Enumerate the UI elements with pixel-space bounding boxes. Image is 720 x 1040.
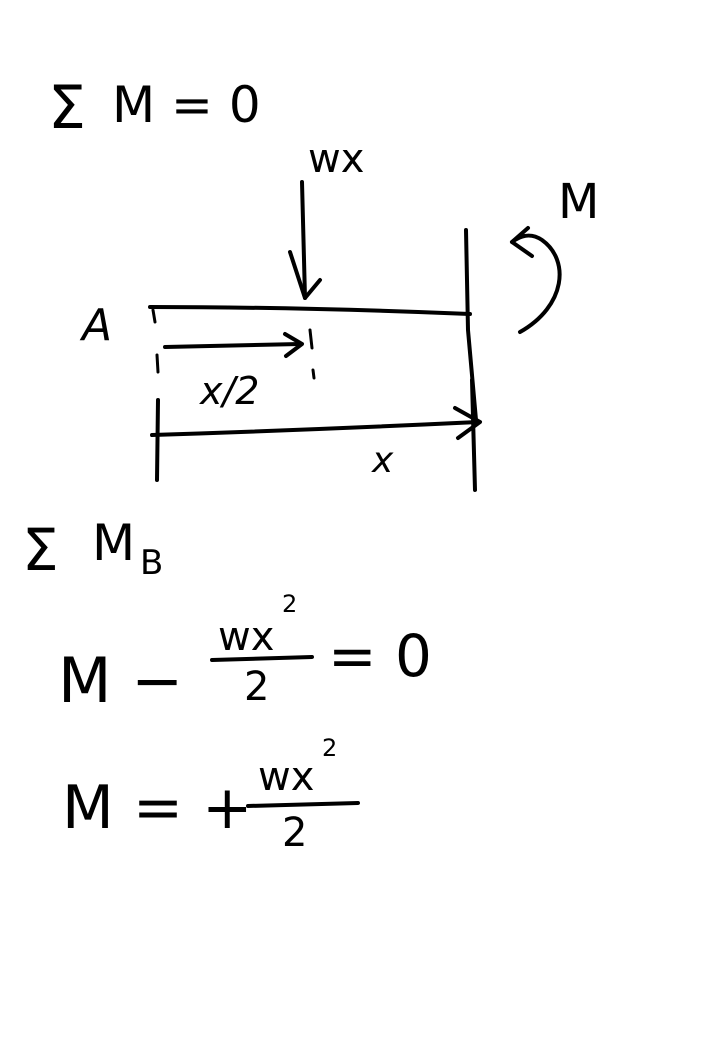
result-denominator: 2: [282, 810, 307, 856]
balance-fraction-bar: [210, 655, 314, 662]
balance-lhs: M −: [58, 644, 183, 717]
result-equation: M = + wx 2 2: [62, 734, 360, 856]
balance-denominator: 2: [244, 664, 269, 710]
moment-arrow: [510, 226, 562, 334]
sum-about-b-equation: Σ M B: [22, 514, 163, 584]
fixed-support: [470, 378, 477, 492]
result-exponent: 2: [322, 734, 337, 762]
balance-exponent: 2: [282, 590, 297, 618]
length-label: x: [371, 440, 394, 481]
length-arrow: [150, 406, 482, 440]
half-length-label: x/2: [199, 369, 259, 413]
balance-rhs: = 0: [328, 622, 432, 690]
dimension-ticks: [151, 308, 316, 482]
moment-label: M: [558, 174, 599, 230]
half-length-arrow: [163, 332, 304, 358]
beam: [148, 228, 478, 422]
load-label: wx: [308, 136, 364, 182]
sigma-symbol-b: Σ: [22, 516, 59, 584]
balance-numerator: wx: [218, 614, 274, 660]
result-lhs: M = +: [62, 773, 252, 843]
result-numerator: wx: [258, 754, 314, 800]
subscript-b: B: [140, 543, 163, 583]
sigma-symbol: Σ: [48, 73, 86, 143]
balance-equation: M − wx 2 2 = 0: [58, 590, 432, 717]
moment-symbol-b: M: [92, 514, 135, 572]
sum-moments-expression: M = 0: [112, 76, 261, 134]
end-a-label: A: [79, 300, 112, 351]
sum-moments-equation: Σ M = 0: [48, 73, 261, 143]
load-arrow: [288, 180, 322, 300]
result-fraction-bar: [246, 801, 360, 808]
